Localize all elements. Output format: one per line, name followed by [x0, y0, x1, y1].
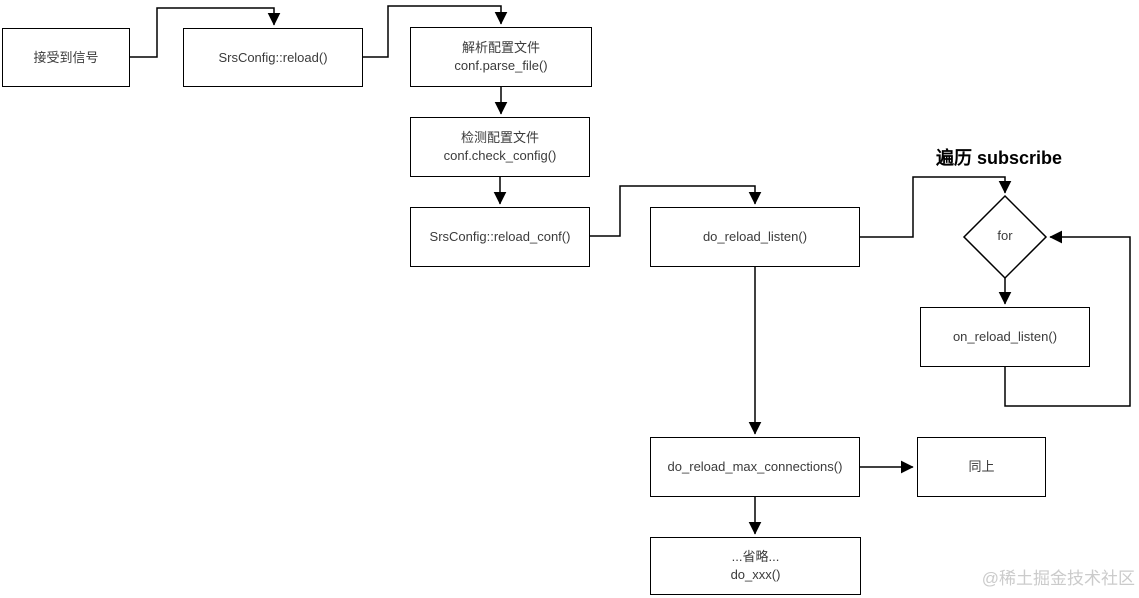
- node-do-reload-listen: do_reload_listen(): [650, 207, 860, 267]
- node-check-config: 检测配置文件 conf.check_config(): [410, 117, 590, 177]
- node-receive-signal: 接受到信号: [2, 28, 130, 87]
- node-check-config-line1: 检测配置文件: [460, 130, 539, 145]
- node-same-as-above: 同上: [917, 437, 1046, 497]
- node-omitted-line2: do_xxx(): [730, 567, 781, 582]
- node-parse-file: 解析配置文件 conf.parse_file(): [410, 27, 592, 87]
- node-parse-file-line2: conf.parse_file(): [454, 58, 548, 73]
- loop-annotation-label: 遍历 subscribe: [935, 148, 1063, 168]
- watermark-text: @稀土掘金技术社区: [981, 569, 1135, 588]
- for-decision-label: for: [997, 228, 1013, 243]
- node-omitted-line1: ...省略...: [731, 549, 780, 564]
- node-reload-conf-label: SrsConfig::reload_conf(): [429, 229, 571, 244]
- node-on-reload-listen-label: on_reload_listen(): [952, 329, 1058, 344]
- node-reload-conf: SrsConfig::reload_conf(): [410, 207, 590, 267]
- node-do-reload-max-connections-label: do_reload_max_connections(): [667, 459, 843, 474]
- node-receive-signal-label: 接受到信号: [33, 49, 99, 65]
- node-do-reload-listen-label: do_reload_listen(): [702, 229, 808, 244]
- node-parse-file-line1: 解析配置文件: [461, 40, 540, 55]
- node-srsconfig-reload-label: SrsConfig::reload(): [218, 49, 328, 65]
- node-on-reload-listen: on_reload_listen(): [920, 307, 1090, 367]
- node-omitted: ...省略... do_xxx(): [650, 537, 861, 595]
- node-do-reload-max-connections: do_reload_max_connections(): [650, 437, 860, 497]
- node-check-config-line2: conf.check_config(): [443, 148, 557, 163]
- node-srsconfig-reload: SrsConfig::reload(): [183, 28, 363, 87]
- node-same-as-above-label: 同上: [968, 459, 995, 474]
